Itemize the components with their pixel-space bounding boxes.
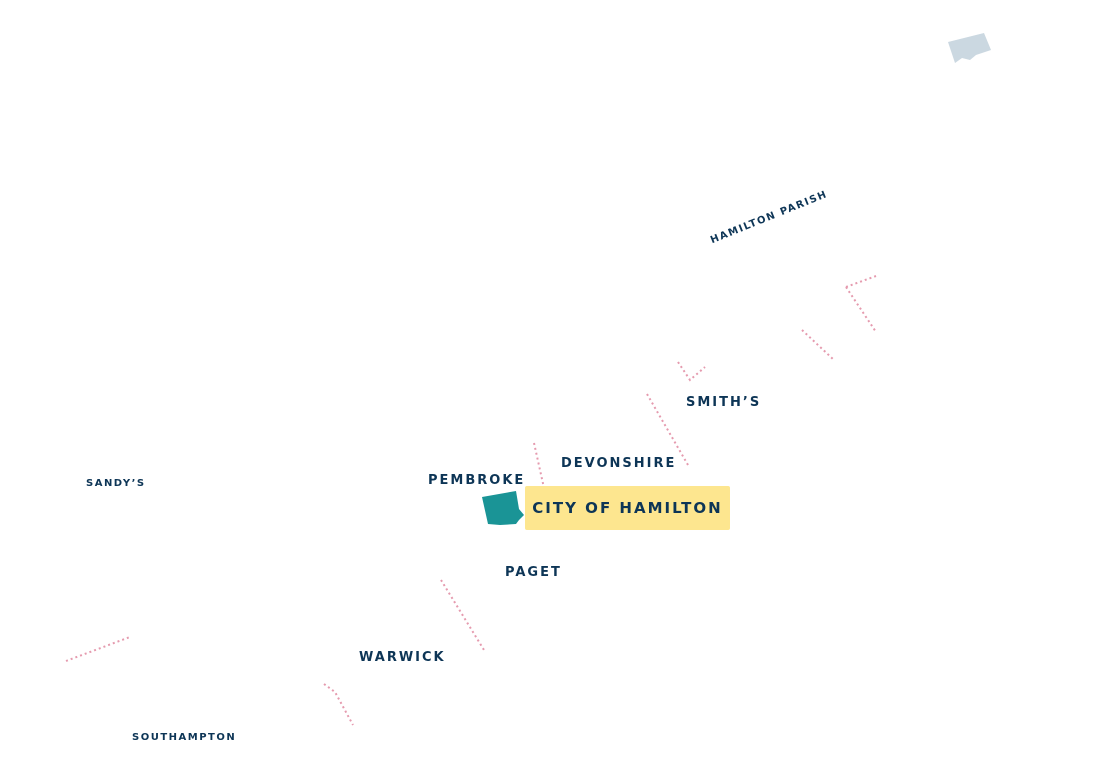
parish-boundary xyxy=(440,579,485,651)
label-smiths: SMITH’S xyxy=(686,395,762,410)
parish-boundary xyxy=(801,329,835,361)
parish-boundary xyxy=(646,393,689,466)
label-sandys: SANDY’S xyxy=(86,478,146,489)
label-devonshire: DEVONSHIRE xyxy=(561,456,677,471)
parish-boundary xyxy=(323,683,354,726)
city-of-hamilton-shape xyxy=(482,491,524,525)
label-paget: PAGET xyxy=(505,565,562,580)
parish-boundary xyxy=(533,442,545,489)
parish-boundary xyxy=(677,361,706,382)
city-of-hamilton-callout[interactable]: CITY OF HAMILTON xyxy=(525,486,730,530)
label-pembroke: PEMBROKE xyxy=(428,473,526,488)
label-southampton: SOUTHAMPTON xyxy=(132,732,237,743)
parish-boundary xyxy=(845,275,877,333)
parish-boundary xyxy=(65,636,131,662)
island-shape xyxy=(948,33,991,63)
callout-label: CITY OF HAMILTON xyxy=(532,499,723,517)
label-warwick: WARWICK xyxy=(359,650,446,665)
